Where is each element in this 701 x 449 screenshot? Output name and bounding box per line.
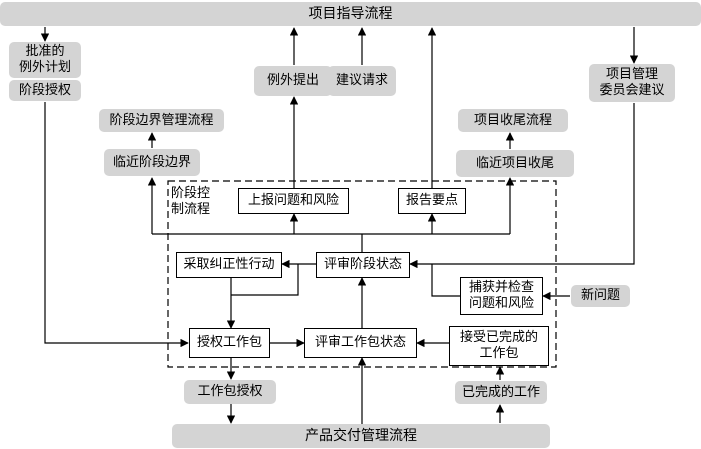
new-issue: 新问题	[571, 285, 630, 307]
receive-line1: 接受已完成的	[459, 330, 538, 345]
authorize-work-package: 授权工作包	[189, 328, 270, 358]
board-advice: 项目管理 委员会建议	[589, 64, 675, 102]
work-package-authorization: 工作包授权	[184, 380, 276, 404]
stage-boundary-process: 阶段边界管理流程	[99, 109, 224, 132]
escalate-issues-risks: 上报问题和风险	[238, 188, 349, 214]
project-closure-process: 项目收尾流程	[458, 109, 568, 132]
stage-authorization: 阶段授权	[9, 80, 81, 101]
capture-line1: 捕获并检查	[468, 280, 534, 295]
approved-plan-line2: 例外计划	[18, 60, 71, 75]
stage-control-label-line1: 阶段控	[171, 186, 211, 201]
request-for-advice: 建议请求	[328, 66, 396, 96]
receive-completed-work-package: 接受已完成的 工作包	[449, 326, 549, 366]
approved-plan-line1: 批准的	[25, 44, 65, 59]
take-corrective-action: 采取纠正性行动	[176, 252, 282, 278]
review-stage-status: 评审阶段状态	[316, 252, 410, 278]
receive-line2: 工作包	[479, 346, 519, 361]
review-work-package-status: 评审工作包状态	[304, 328, 417, 358]
arrow-board-to-review	[409, 103, 635, 269]
arrow-stageauth-to-authwp	[44, 102, 189, 348]
board-advice-line1: 项目管理	[605, 67, 658, 82]
delivery-management-bar: 产品交付管理流程	[172, 424, 550, 448]
approaching-stage-end: 临近阶段边界	[104, 149, 200, 176]
stage-control-label: 阶段控 制流程	[171, 186, 231, 226]
stage-control-label-line2: 制流程	[171, 202, 211, 217]
stage-control-boundary	[167, 180, 557, 368]
completed-work: 已完成的工作	[455, 381, 547, 404]
arrow-capture-to-review	[431, 264, 460, 297]
directing-project-bar: 项目指导流程	[0, 2, 701, 26]
approved-exception-plan: 批准的 例外计划	[9, 42, 81, 78]
exception-raised: 例外提出	[254, 66, 332, 96]
highlight-report: 报告要点	[398, 188, 466, 214]
approaching-project-end: 临近项目收尾	[456, 150, 574, 177]
line-review-loop	[231, 264, 299, 296]
capture-line2: 问题和风险	[468, 296, 534, 311]
board-advice-line2: 委员会建议	[599, 83, 665, 98]
capture-examine-issues: 捕获并检查 问题和风险	[460, 277, 543, 315]
